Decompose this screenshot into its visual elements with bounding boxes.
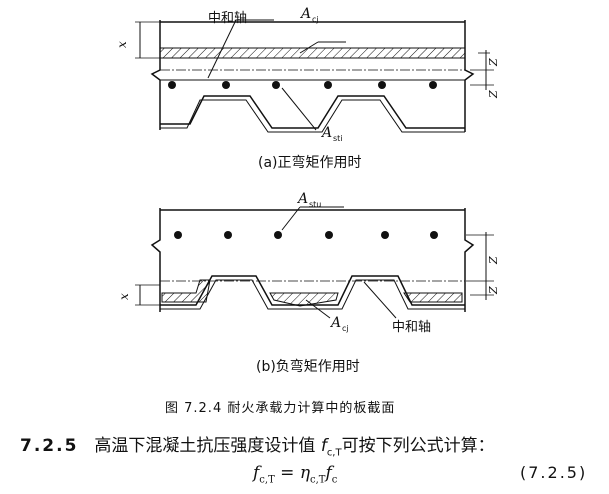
rebar-row-a xyxy=(168,81,437,89)
steel-area-sub-a: sti xyxy=(333,134,343,143)
concrete-area-sub-a: cj xyxy=(312,15,319,24)
steel-area-label-b: A xyxy=(296,191,308,207)
figure-a-section xyxy=(135,19,494,133)
formula: fc,T = ηc,Tfc xyxy=(253,463,337,485)
clause-text-before: 高温下混凝土抗压强度设计值 xyxy=(94,436,321,456)
neutral-axis-label-a: 中和轴 xyxy=(208,11,247,26)
dim-x-label-b: x xyxy=(117,293,131,300)
steel-area-label-a: A xyxy=(320,125,332,141)
caption-b: (b)负弯矩作用时 xyxy=(256,359,360,375)
concrete-area-sub-b: cj xyxy=(342,324,349,333)
figure-title: 图 7.2.4 耐火承载力计算中的板截面 xyxy=(165,401,396,416)
dim-z-label-b2: Z xyxy=(487,286,500,295)
formula-coef: η xyxy=(299,463,310,483)
formula-lhs: f xyxy=(253,463,260,483)
clause-text-after: 可按下列公式计算： xyxy=(341,436,495,456)
equation-number: (7.2.5) xyxy=(520,463,588,482)
clause-text: 7.2.5 高温下混凝土抗压强度设计值 fc,T可按下列公式计算： xyxy=(20,431,495,458)
clause-symbol-sub: c,T xyxy=(326,447,342,459)
rebar-row-b xyxy=(174,231,438,239)
dim-z-label-a1: Z xyxy=(487,58,500,67)
formula-rhs-sub: c xyxy=(331,474,338,486)
caption-a: (a)正弯矩作用时 xyxy=(258,155,362,171)
compression-zone-a xyxy=(159,47,466,59)
concrete-area-label-b: A xyxy=(329,315,341,331)
formula-rhs: f xyxy=(325,463,332,483)
concrete-area-label-a: A xyxy=(299,6,311,22)
steel-area-sub-b: stu xyxy=(309,200,321,209)
clause-number: 7.2.5 xyxy=(20,436,79,456)
formula-coef-sub: c,T xyxy=(310,474,326,486)
steel-deck-a xyxy=(160,95,465,129)
formula-lhs-sub: c,T xyxy=(259,474,275,486)
formula-equals: = xyxy=(280,463,295,483)
steel-deck-b xyxy=(160,275,465,306)
dim-x-label-a: x xyxy=(115,41,129,48)
figure-b-section xyxy=(135,206,494,319)
neutral-axis-label-b: 中和轴 xyxy=(392,320,431,335)
dim-z-label-a2: Z xyxy=(487,90,500,99)
dim-z-label-b1: Z xyxy=(487,256,500,265)
clause-symbol: f xyxy=(320,436,327,456)
